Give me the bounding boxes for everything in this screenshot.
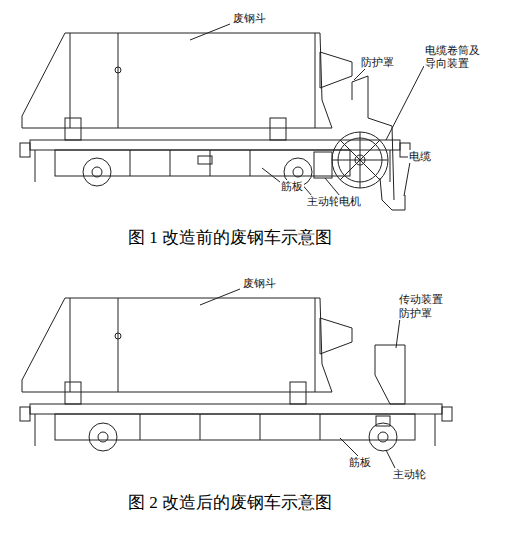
car-after xyxy=(20,289,452,470)
part-label: 废钢斗 xyxy=(242,277,277,290)
part-label: 电缆卷筒及导向装置 xyxy=(424,44,484,70)
part-label: 防护罩 xyxy=(398,307,433,320)
figure-caption: 图 2 改造后的废钢车示意图 xyxy=(127,493,333,513)
part-label: 电机 xyxy=(338,195,362,208)
part-label: 主动轮 xyxy=(306,195,341,208)
part-label: 筋板 xyxy=(280,180,304,193)
part-label: 筋板 xyxy=(348,456,372,469)
part-label: 废钢斗 xyxy=(232,12,267,25)
figure-caption: 图 1 改造前的废钢车示意图 xyxy=(127,228,333,248)
part-label: 主动轮 xyxy=(392,468,427,481)
part-label: 防护罩 xyxy=(360,56,395,69)
part-label: 电缆 xyxy=(408,150,432,163)
car-before xyxy=(20,24,424,210)
part-label: 传动装置 xyxy=(398,293,444,306)
